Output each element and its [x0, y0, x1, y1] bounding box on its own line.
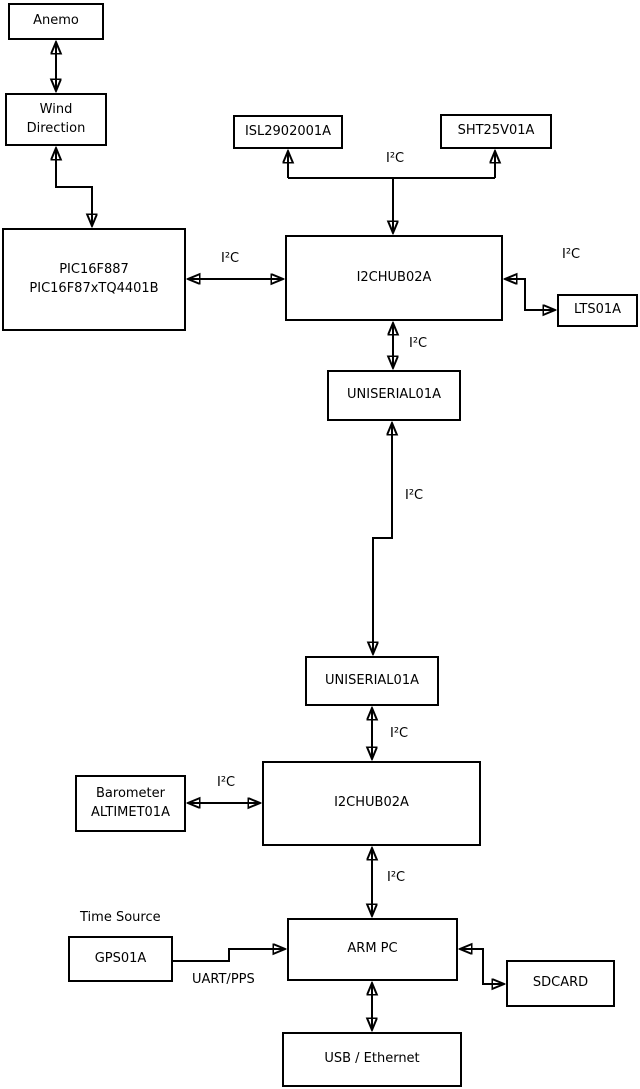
wire-winddirection-pic [56, 148, 92, 226]
gps01a-box: GPS01A [68, 936, 173, 982]
wire-armpc-sdcard [460, 949, 504, 984]
i2c-label-pic-hub1: I²C [221, 251, 240, 266]
pic16f887-box: PIC16F887 PIC16F87xTQ4401B [2, 228, 186, 331]
wire-gps-armpc [173, 949, 285, 962]
wire-hub1-lts [505, 279, 555, 310]
sdcard-box: SDCARD [506, 960, 615, 1007]
barometer-altimet01a-box: Barometer ALTIMET01A [75, 775, 186, 832]
i2chub02a-box-1: I2CHUB02A [285, 235, 503, 321]
wind-direction-box: Wind Direction [5, 93, 107, 146]
uniserial01a-box-1: UNISERIAL01A [327, 370, 461, 421]
i2c-label-uniserial-link: I²C [405, 488, 424, 503]
uniserial01a-box-2: UNISERIAL01A [305, 656, 439, 706]
anemo-box: Anemo [8, 3, 104, 40]
i2c-label-hub1-uniserial1: I²C [409, 336, 428, 351]
i2c-label-hub2-armpc: I²C [387, 870, 406, 885]
lts01a-box: LTS01A [557, 294, 638, 327]
uart-pps-label: UART/PPS [192, 972, 255, 987]
usb-ethernet-box: USB / Ethernet [282, 1032, 462, 1087]
i2c-label-hub1-lts: I²C [562, 247, 581, 262]
sht25v01a-box: SHT25V01A [440, 114, 552, 149]
wire-uniserial1-uniserial2 [373, 423, 392, 654]
i2c-label-uniserial2-hub2: I²C [390, 726, 409, 741]
i2c-label-barometer-hub2: I²C [217, 775, 236, 790]
arm-pc-box: ARM PC [287, 918, 458, 981]
isl2902001a-box: ISL2902001A [233, 115, 343, 149]
i2chub02a-box-2: I2CHUB02A [262, 761, 481, 846]
time-source-label: Time Source [80, 910, 161, 925]
i2c-label-top-bus: I²C [386, 151, 405, 166]
